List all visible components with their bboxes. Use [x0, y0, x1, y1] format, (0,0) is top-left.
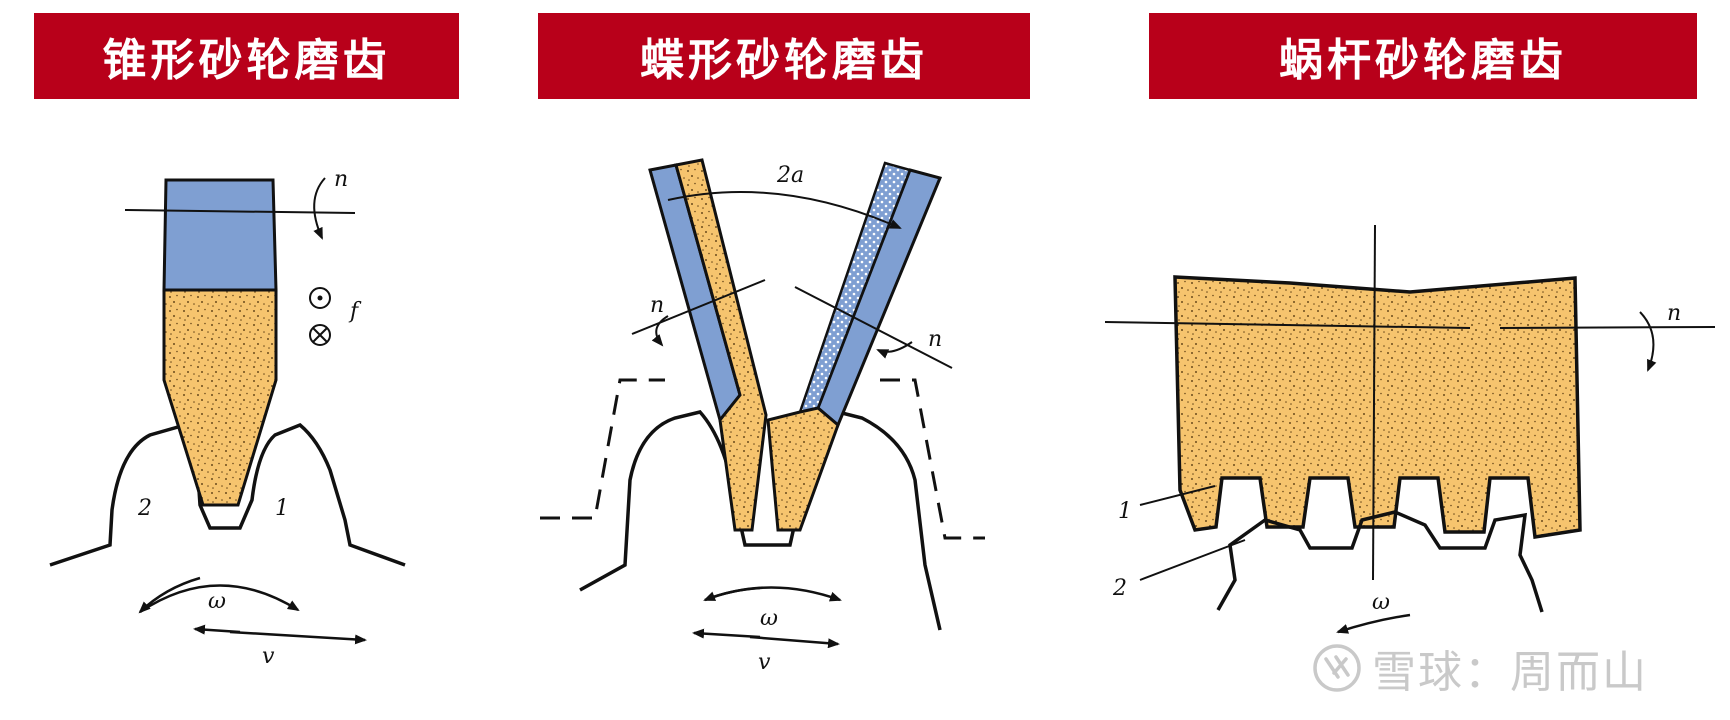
snowball-logo-icon — [1313, 644, 1361, 692]
panel3-rotation-arrow — [1639, 311, 1657, 372]
panel2-angular-label: ω — [760, 606, 778, 631]
panel1-angular-label: ω — [208, 589, 226, 614]
panel2-angle-label: 2a — [776, 163, 804, 188]
panel2-right-wheel-abrasive — [766, 406, 840, 532]
panel2-right-rotation-label: n — [928, 327, 942, 352]
panel1-rotation-arrow — [313, 177, 326, 240]
panel2-rack-dashed-outline — [540, 378, 985, 540]
panel3-title-banner: 蜗杆砂轮磨齿 — [1149, 13, 1697, 99]
panel3-part1-leader — [1139, 485, 1216, 506]
panel1-linear-arrow-left — [193, 624, 241, 635]
panel1-linear-arrow-right — [229, 630, 367, 645]
panel1-diagram: n f 2 1 ω v — [49, 167, 406, 669]
panel3-horizontal-axis — [1104, 321, 1471, 329]
panel3-angular-arrow — [1336, 613, 1411, 634]
panel3-part1-label: 1 — [1118, 499, 1132, 524]
panel3-title: 蜗杆砂轮磨齿 — [1279, 35, 1567, 86]
panel1-linear-label: v — [262, 644, 275, 669]
panel1-wheel-abrasive-part — [162, 288, 278, 507]
panel2-title: 蝶形砂轮磨齿 — [640, 35, 928, 86]
panel2-left-wheel-abrasive — [674, 158, 768, 532]
panel2-angular-arrow-back — [703, 586, 761, 602]
watermark: 雪球：周而山 — [1312, 640, 1648, 698]
panel2-left-rotation-arrow — [651, 315, 669, 347]
panel2-right-axis — [794, 286, 953, 369]
panel2-title-banner: 蝶形砂轮磨齿 — [538, 13, 1030, 99]
panel2-linear-arrow-left — [692, 628, 761, 639]
panel2-angle-arc — [667, 190, 902, 229]
panel3-gear-outline — [1216, 510, 1544, 613]
panel2-gear-outline — [579, 410, 942, 631]
panel3-horizontal-axis-right — [1499, 326, 1716, 329]
panel2-left-axis — [631, 279, 766, 335]
panel1-angular-arrow — [139, 584, 300, 614]
feed-dot-symbol-icon — [309, 287, 331, 309]
panel1-angular-arrow-back — [138, 576, 201, 614]
panel3-diagram: n 1 2 ω — [1104, 224, 1716, 634]
panel2-linear-label: v — [758, 650, 771, 675]
panel1-gear-outline — [49, 422, 406, 567]
panel1-part2-label: 2 — [137, 496, 152, 521]
panel1-part1-label: 1 — [275, 496, 289, 521]
panel3-worm-wheel — [1173, 275, 1582, 540]
watermark-text: 雪球：周而山 — [1372, 647, 1648, 698]
feed-cross-symbol-icon — [309, 324, 331, 346]
panel3-part2-label: 2 — [1112, 576, 1127, 601]
panel3-part2-leader — [1139, 539, 1246, 581]
panel1-title: 锥形砂轮磨齿 — [102, 35, 391, 86]
panel2-right-rotation-arrow — [876, 341, 913, 359]
panel1-rotation-label: n — [334, 167, 348, 192]
panel2-diagram: 2a n n ω v — [540, 158, 985, 675]
panel1-feed-label: f — [348, 299, 362, 324]
panel3-angular-label: ω — [1372, 590, 1390, 615]
panel1-title-banner: 锥形砂轮磨齿 — [34, 13, 459, 99]
panel1-wheel-axis — [124, 209, 356, 214]
panel2-left-rotation-label: n — [650, 293, 664, 318]
panel1-wheel-blue-part — [162, 178, 278, 292]
panel3-vertical-axis — [1372, 224, 1376, 581]
panel2-linear-arrow-right — [749, 635, 840, 649]
panel3-rotation-label: n — [1667, 301, 1681, 326]
